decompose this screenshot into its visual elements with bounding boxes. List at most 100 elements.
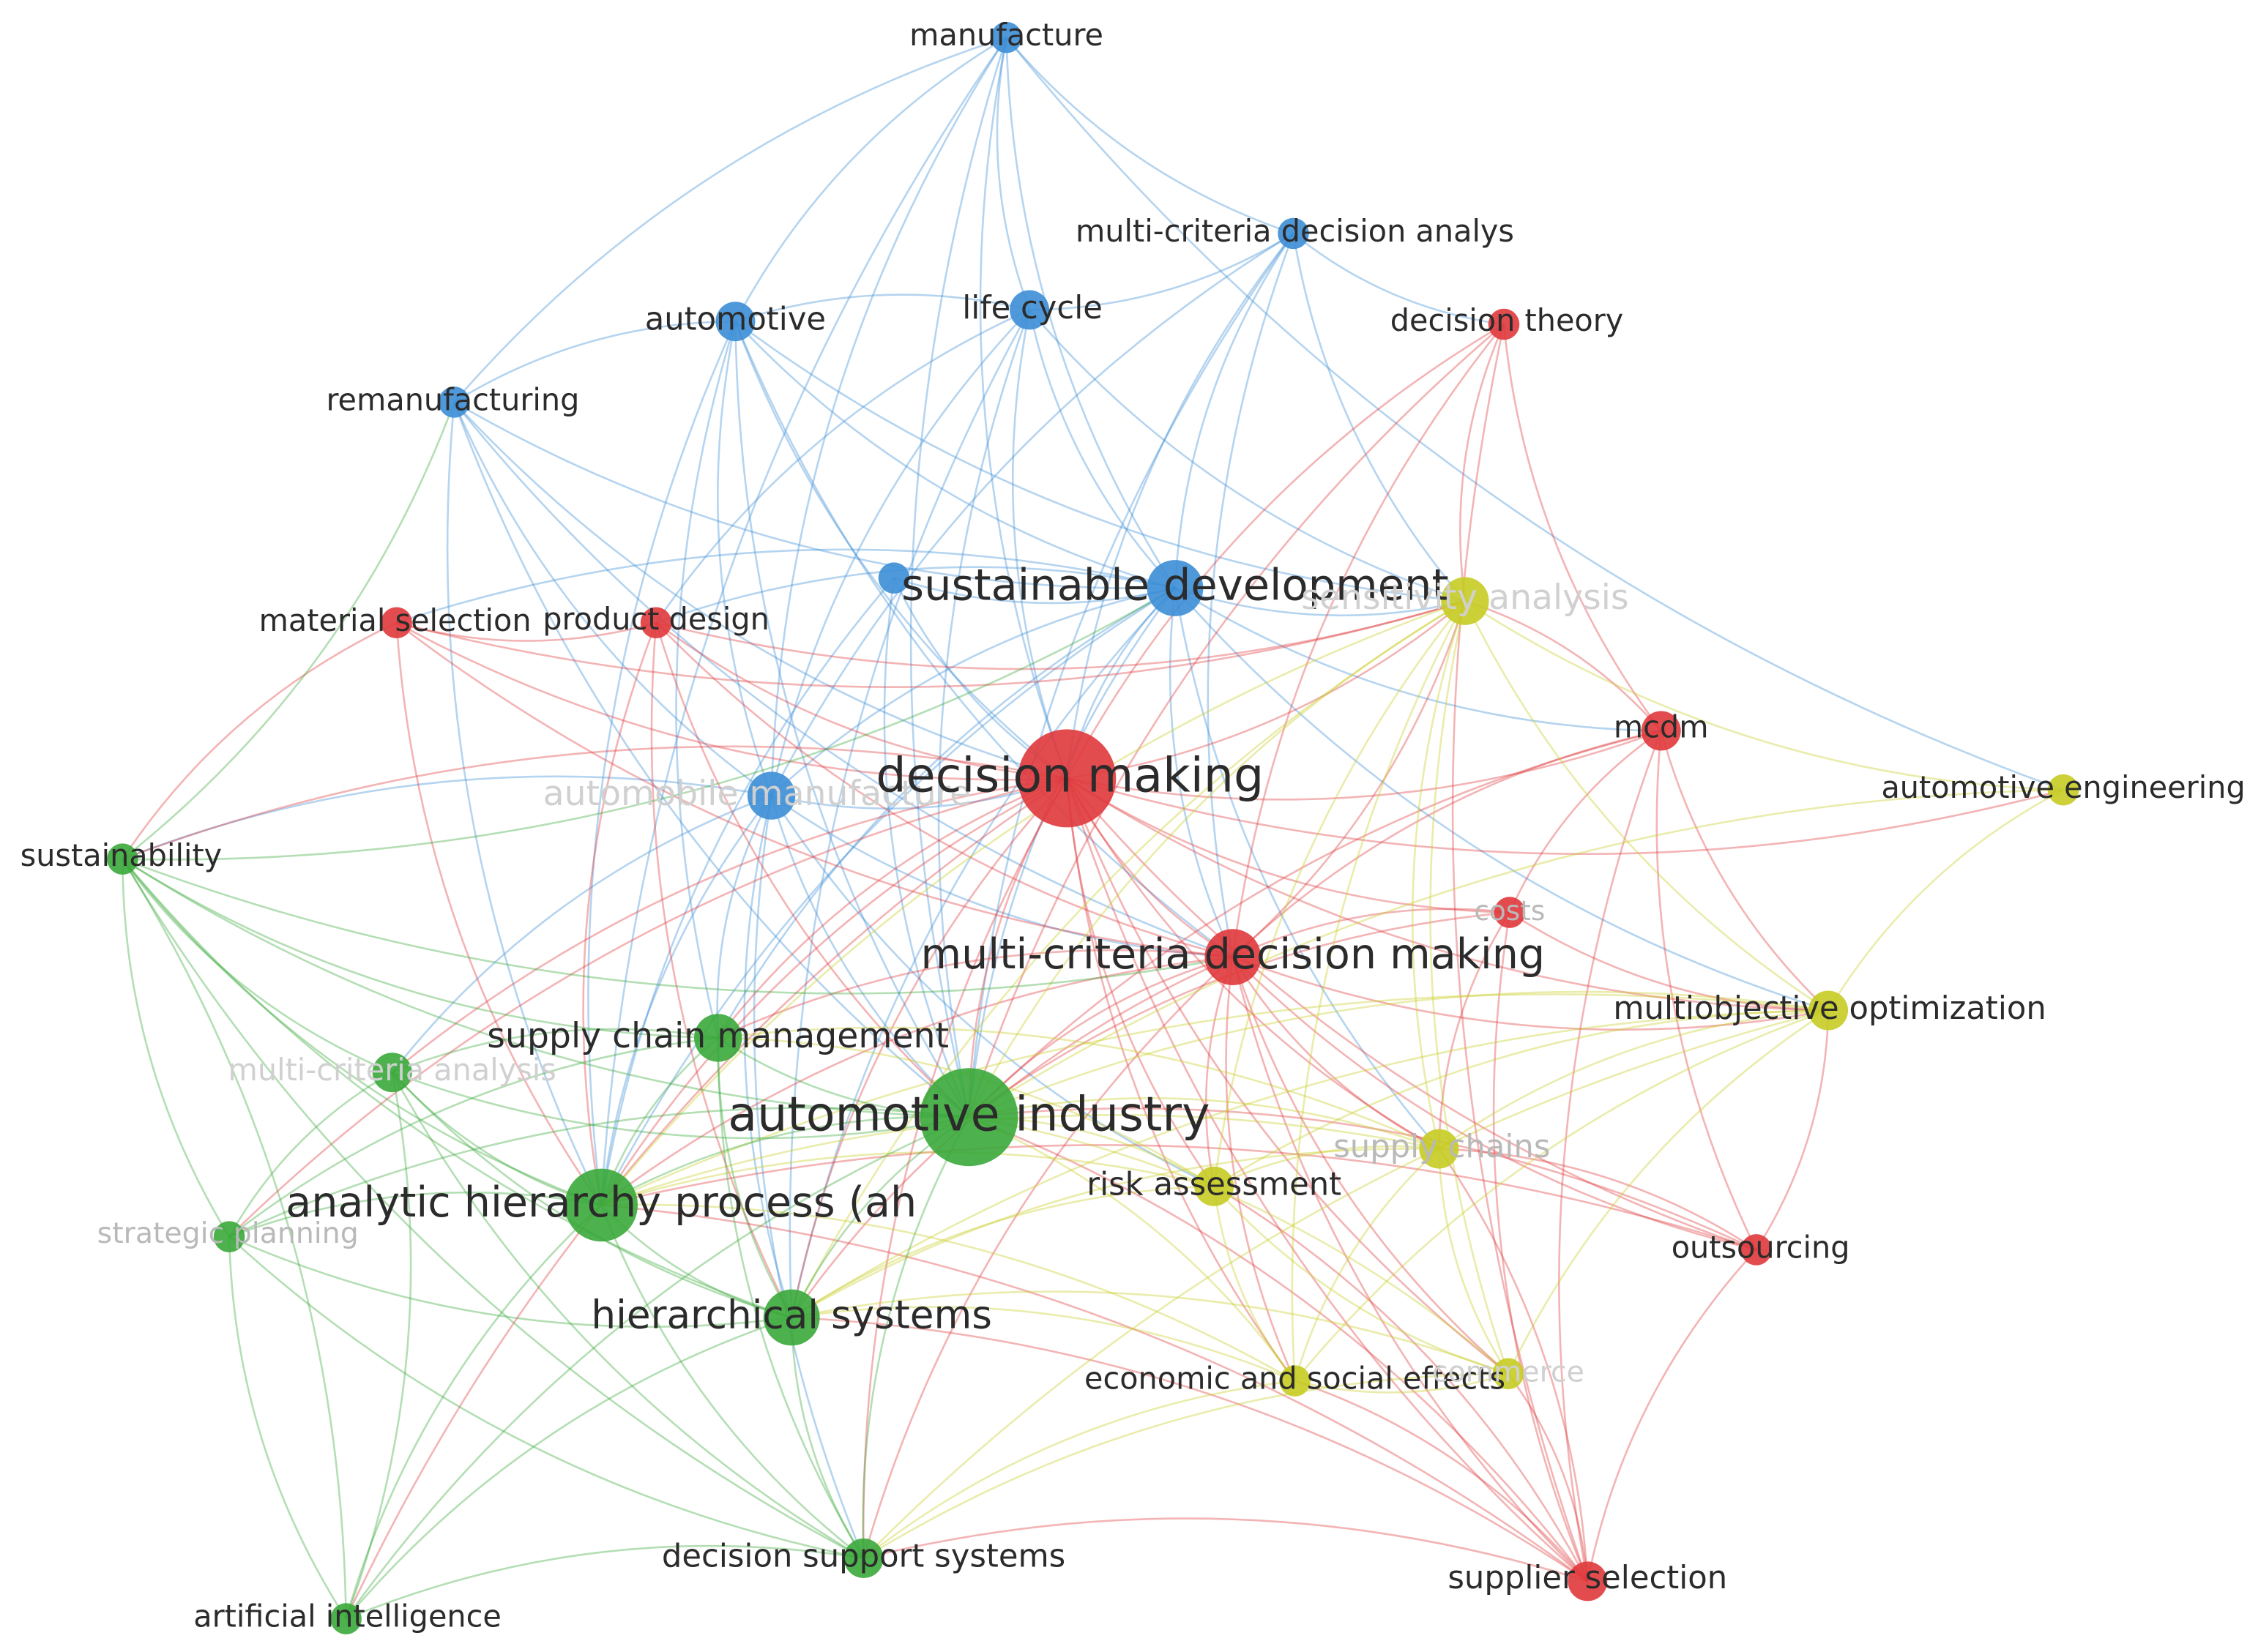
- edge-mcdm_full-commerce: [1232, 957, 1509, 1375]
- node-supply-chains[interactable]: [1419, 1129, 1459, 1169]
- edge-supplier_selection-ahp: [601, 1204, 1589, 1582]
- edge-mcdm_full-decision_support_systems: [862, 956, 1234, 1559]
- edge-remanufacturing-mcdm_full: [453, 401, 1234, 958]
- edge-manufacture-sustainable_development: [1005, 37, 1177, 589]
- edge-decision_theory-mcdm: [1502, 324, 1662, 732]
- edge-sustainability-supply_chain_management: [122, 858, 718, 1039]
- edge-decision_making-multiobjective_optimization: [1066, 777, 1829, 1012]
- edge-decision_support_systems-artificial_intelligence: [346, 1544, 864, 1620]
- node-artificial-intelligence[interactable]: [330, 1603, 362, 1634]
- edge-sustainability-ahp: [122, 858, 602, 1206]
- edge-supplier_selection-decision_support_systems: [863, 1517, 1588, 1582]
- label-ahp: analytic hierarchy process (ah: [286, 1178, 917, 1227]
- edge-multiobjective_optimization-commerce: [1507, 1009, 1829, 1375]
- edge-material_selection-product_design: [396, 621, 657, 642]
- node-life-cycle[interactable]: [1010, 290, 1050, 330]
- edge-strategic_planning-hierarchical_systems: [228, 1236, 792, 1328]
- edge-manufacture-life_cycle: [996, 37, 1031, 310]
- edge-costs-supply_chains: [1438, 911, 1510, 1149]
- edge-decision_making-economic_social_effects: [1066, 778, 1296, 1382]
- node-mcda[interactable]: [1278, 217, 1309, 250]
- edge-mcdm_full-multiobjective_optimization: [1232, 956, 1829, 1031]
- edge-sustainable_development-automobile_manufacture: [770, 587, 1176, 797]
- edge-sustainable_development-mcdm: [1174, 587, 1661, 732]
- edge-multiobjective_optimization-risk_assessment: [1213, 1009, 1829, 1187]
- edge-mcda-automotive_industry: [968, 233, 1294, 1118]
- edge-costs-mcdm_full: [1232, 908, 1510, 958]
- edge-outsourcing-multiobjective_optimization: [1755, 1010, 1830, 1251]
- node-commerce[interactable]: [1492, 1358, 1524, 1390]
- node-costs[interactable]: [1494, 897, 1526, 928]
- node-mcdm[interactable]: [1641, 711, 1681, 751]
- edge-sustainable_development-material_selection: [396, 548, 1176, 624]
- edge-supplier_selection-economic_social_effects: [1294, 1380, 1589, 1582]
- node-blue-small[interactable]: [878, 562, 910, 594]
- label-sensitivity-analysis: sensitivity analysis: [1301, 578, 1628, 618]
- edge-mcda-sustainable_development: [1174, 233, 1294, 588]
- node-sustainable-development[interactable]: [1147, 560, 1204, 616]
- edge-supplier_selection-hierarchical_systems: [791, 1316, 1589, 1582]
- edge-sensitivity_analysis-multiobjective_optimization: [1464, 600, 1829, 1012]
- node-sensitivity-analysis[interactable]: [1441, 577, 1489, 625]
- label-automotive: automotive: [645, 302, 826, 338]
- node-remanufacturing[interactable]: [439, 386, 470, 418]
- node-hierarchical-systems[interactable]: [763, 1289, 820, 1346]
- edge-outsourcing-automotive_industry: [969, 1107, 1757, 1251]
- label-hierarchical-systems: hierarchical systems: [591, 1293, 992, 1338]
- label-multi-criteria-analysis: multi-criteria analysis: [228, 1053, 556, 1088]
- edge-sustainability-remanufacturing: [122, 401, 455, 860]
- edge-automotive_engineering-automotive_industry: [968, 788, 2064, 1118]
- node-mcdm-full[interactable]: [1204, 929, 1262, 985]
- edge-sensitivity_analysis-commerce: [1429, 600, 1510, 1375]
- label-supply-chains: supply chains: [1333, 1129, 1550, 1165]
- edge-decision_theory-supplier_selection: [1451, 324, 1589, 1582]
- node-automotive[interactable]: [715, 302, 756, 342]
- edge-mcda-automobile_manufacture: [770, 232, 1294, 796]
- edge-decision_theory-mcdm_full: [1232, 324, 1505, 957]
- node-sustainability[interactable]: [107, 843, 138, 875]
- node-ahp[interactable]: [564, 1168, 638, 1242]
- edge-sensitivity_analysis-hierarchical_systems: [791, 600, 1466, 1318]
- node-decision-theory[interactable]: [1488, 308, 1520, 340]
- edge-automobile_manufacture-hierarchical_systems: [743, 795, 793, 1318]
- node-decision-making[interactable]: [1018, 729, 1117, 828]
- edge-material_selection-sustainability: [122, 621, 398, 860]
- node-product-design[interactable]: [640, 607, 672, 639]
- node-supplier-selection[interactable]: [1568, 1561, 1608, 1601]
- edge-sustainable_development-ahp: [600, 587, 1176, 1206]
- edge-product_design-ahp: [582, 622, 657, 1206]
- node-decision-support-systems[interactable]: [843, 1538, 884, 1578]
- edge-automotive-ahp: [587, 321, 737, 1206]
- edge-sensitivity_analysis-ahp: [600, 599, 1466, 1206]
- node-automotive-industry[interactable]: [920, 1068, 1018, 1167]
- edge-mcdm-mcdm_full: [1232, 730, 1661, 958]
- edge-multiobjective_optimization-ahp: [600, 993, 1829, 1206]
- label-risk-assessment: risk assessment: [1087, 1166, 1341, 1203]
- label-automobile-manufacture: automobile manufacture: [543, 774, 972, 814]
- label-commerce: commerce: [1432, 1355, 1584, 1388]
- node-economic-social-effects[interactable]: [1279, 1365, 1311, 1397]
- edge-mcdm-sensitivity_analysis: [1464, 599, 1662, 732]
- node-risk-assessment[interactable]: [1194, 1166, 1234, 1206]
- edge-automotive-automotive_industry: [734, 321, 970, 1118]
- label-sustainability: sustainability: [21, 838, 223, 873]
- node-material-selection[interactable]: [381, 607, 412, 639]
- node-manufacture[interactable]: [991, 21, 1022, 53]
- node-outsourcing[interactable]: [1740, 1234, 1772, 1266]
- node-automobile-manufacture[interactable]: [747, 771, 796, 820]
- edge-decision_making-mcdm: [1067, 730, 1662, 801]
- node-supply-chain-management[interactable]: [694, 1014, 742, 1062]
- edge-sustainable_development-supply_chains: [1174, 588, 1440, 1150]
- node-automotive-engineering[interactable]: [2047, 774, 2079, 806]
- edge-sustainable_development-mcdm_full: [1169, 588, 1234, 958]
- node-strategic-planning[interactable]: [213, 1221, 245, 1252]
- edge-decision_making-hierarchical_systems: [790, 777, 1068, 1318]
- edge-multi_criteria_analysis-automotive_industry: [392, 1071, 969, 1140]
- node-multi-criteria-analysis[interactable]: [372, 1053, 412, 1093]
- edge-mcda-mcdm_full: [1207, 233, 1294, 957]
- node-multiobjective-optimization[interactable]: [1808, 990, 1849, 1031]
- edge-artificial_intelligence-sustainability: [122, 859, 347, 1619]
- edge-mcdm-outsourcing: [1655, 730, 1757, 1250]
- edge-material_selection-sensitivity_analysis: [396, 599, 1466, 688]
- edge-mcda-sensitivity_analysis: [1292, 233, 1466, 602]
